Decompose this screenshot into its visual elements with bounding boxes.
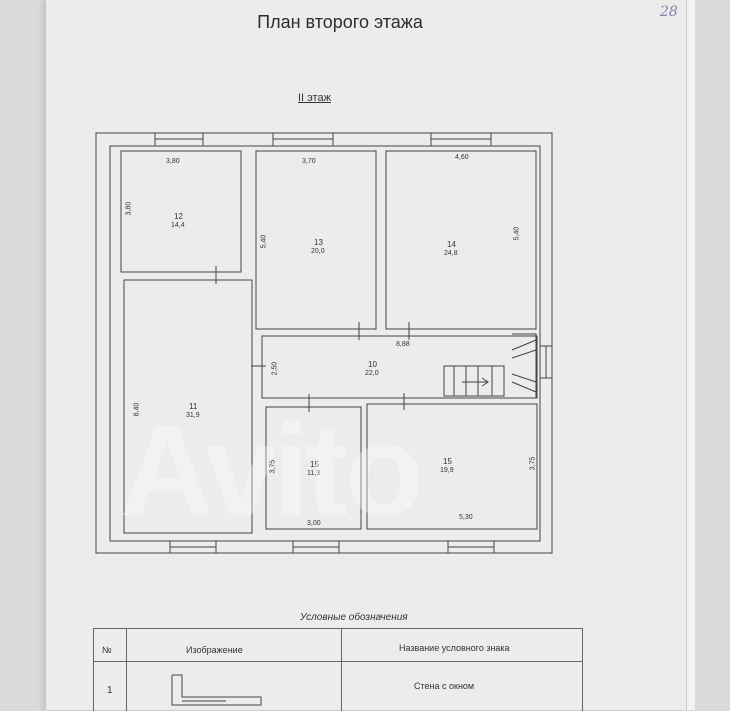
stair-step — [511, 339, 537, 351]
stair-step — [511, 381, 537, 393]
wall-with-window-symbol — [171, 674, 262, 706]
room-11-number: 11 — [189, 402, 198, 411]
legend-title: Условные обозначения — [300, 612, 408, 623]
dim-room-16-height: 3,75 — [269, 459, 277, 474]
room-13-area: 20,0 — [311, 248, 325, 255]
legend-row-num: 1 — [107, 685, 113, 696]
dim-room-15-height: 3,75 — [529, 456, 537, 471]
room-15-outline — [366, 403, 538, 530]
dim-room-13-height: 5,40 — [260, 234, 268, 249]
page-number: 28 — [660, 4, 678, 20]
dim-room-12-height: 3,80 — [125, 201, 133, 216]
page-title: План второго этажа — [257, 12, 423, 32]
dim-room-16-width: 3,00 — [307, 520, 321, 527]
legend-table: № Изображение Название условного знака 1… — [93, 628, 583, 711]
room-16-number: 15 — [310, 460, 319, 469]
room-13-number: 13 — [314, 238, 323, 247]
sheet-edge — [686, 0, 695, 710]
room-11-outline — [123, 279, 253, 534]
room-14-number: 14 — [447, 240, 456, 249]
room-12-number: 12 — [174, 212, 183, 221]
dim-room-10-height: 2,50 — [271, 361, 279, 376]
room-16-area: 11,3 — [307, 470, 321, 477]
stair-step — [511, 373, 537, 383]
legend-row-name: Стена с окном — [414, 681, 475, 691]
dim-room-13-width: 3,70 — [302, 158, 316, 165]
dim-room-15-width: 5,30 — [459, 514, 473, 521]
room-14-area: 24,8 — [444, 250, 458, 257]
legend-col-image: Изображение — [186, 645, 243, 655]
legend-col-name: Название условного знака — [399, 643, 510, 653]
room-10-outline — [261, 335, 538, 399]
document-sheet — [46, 0, 686, 710]
table-divider — [94, 661, 582, 662]
dim-room-10-width: 8,88 — [396, 341, 410, 348]
room-13-outline — [255, 150, 377, 330]
room-10-area: 22,0 — [365, 370, 379, 377]
room-10-number: 10 — [368, 360, 377, 369]
dim-room-14-height: 5,40 — [513, 226, 521, 241]
legend-col-num: № — [102, 645, 112, 655]
dim-room-12-width: 3,80 — [166, 158, 180, 165]
room-12-outline — [120, 150, 242, 273]
room-15-area: 19,9 — [440, 467, 454, 474]
room-11-area: 31,9 — [186, 412, 200, 419]
stairs-outline — [512, 333, 537, 399]
room-16-outline — [265, 406, 362, 530]
outer-wall-outer — [95, 132, 553, 554]
stair-step — [511, 349, 537, 359]
table-divider — [126, 629, 127, 711]
dim-room-11-height: 8,40 — [133, 402, 141, 417]
room-14-outline — [385, 150, 537, 330]
dim-room-14-width: 4,60 — [455, 154, 469, 161]
floor-label: II этаж — [298, 92, 331, 104]
room-15-number: 15 — [443, 457, 452, 466]
stairs-landing — [443, 365, 505, 397]
stair-arrow-head — [481, 377, 489, 387]
room-12-area: 14,4 — [171, 222, 185, 229]
outer-wall-inner — [109, 145, 541, 542]
table-divider — [341, 629, 342, 711]
